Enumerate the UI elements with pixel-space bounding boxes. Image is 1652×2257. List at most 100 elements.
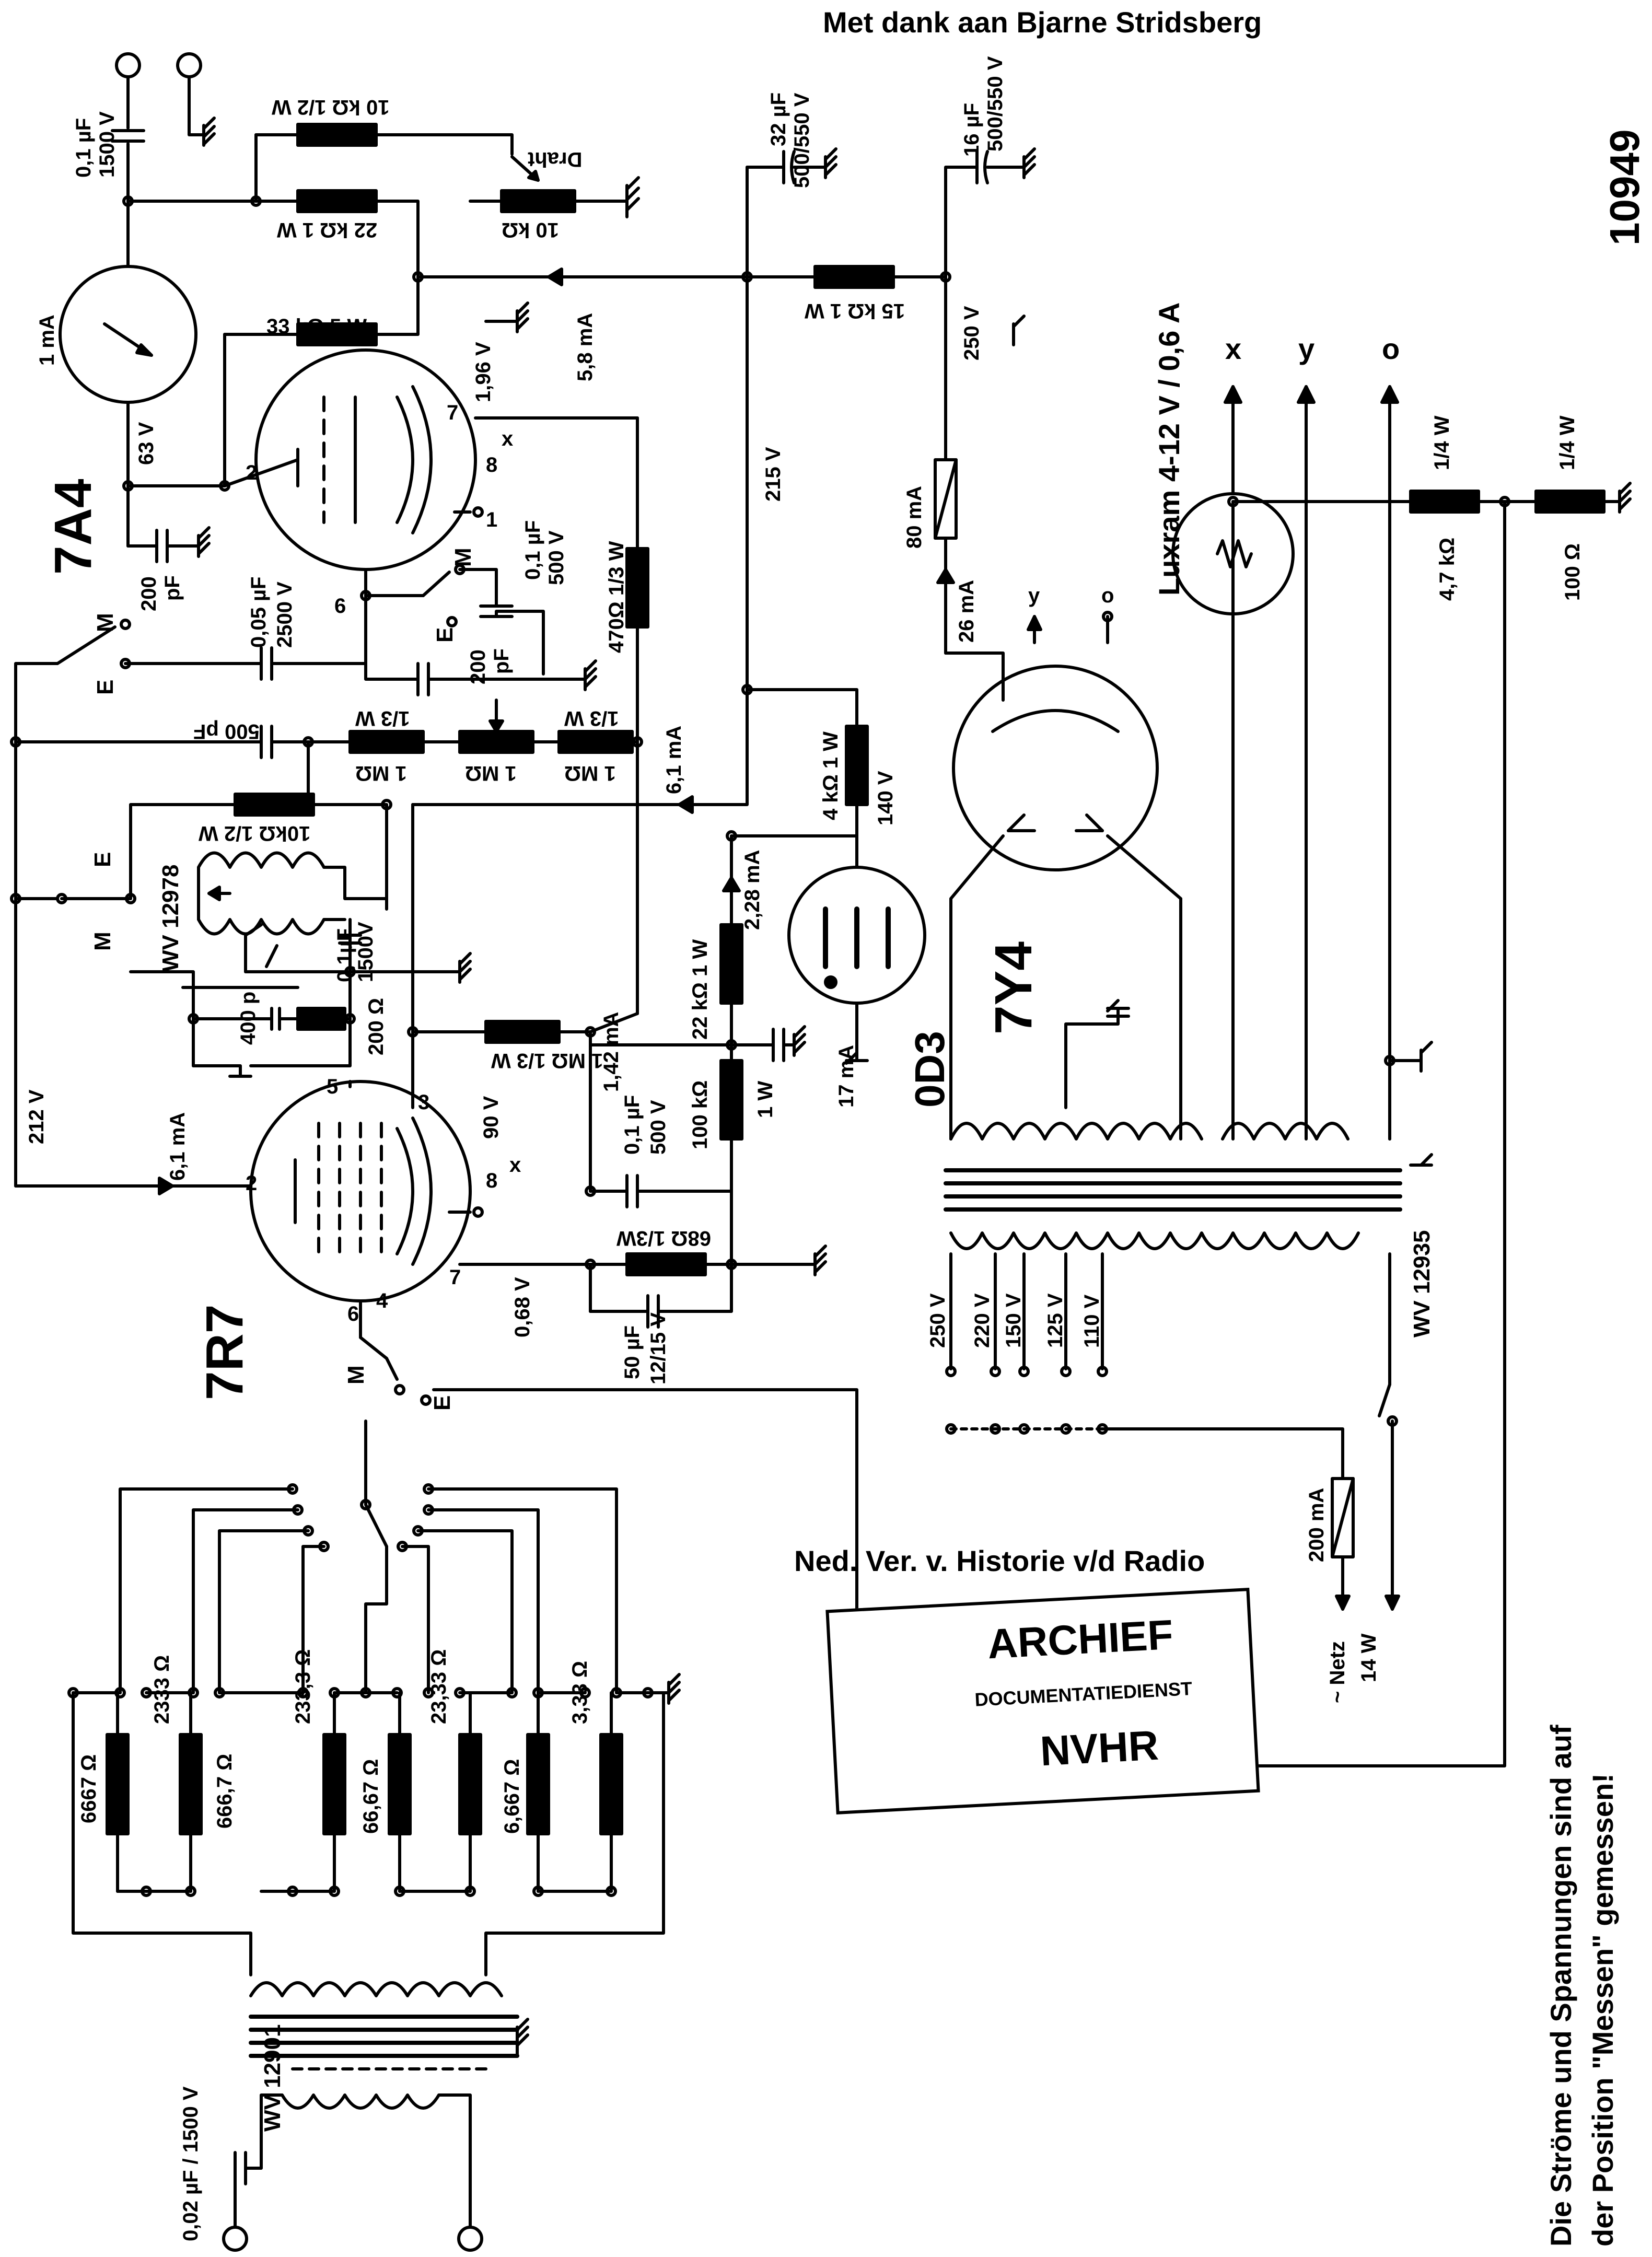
switch-label-e-top: E xyxy=(92,679,118,695)
label-c-200-small: 200 xyxy=(467,649,490,684)
label-i-17ma: 17 mA xyxy=(835,1044,858,1108)
label-r-1m-a-watt: 1/3 W xyxy=(355,707,410,730)
attenuator-resistor-7: 3,33 Ω xyxy=(568,1660,591,1724)
label-i-6-1ma-top: 6,1 mA xyxy=(662,725,685,794)
label-r-10k-half: 10 kΩ 1/2 W xyxy=(272,96,390,119)
pin-7a4-6: 6 xyxy=(334,595,346,618)
label-i-80ma: 80 mA xyxy=(903,485,926,549)
label-v-250: 250 V xyxy=(960,306,983,360)
switch-label-e-grid: E xyxy=(432,627,458,643)
label-r-1m-c: 1 MΩ xyxy=(564,762,616,785)
pin-7a4-7: 7 xyxy=(447,401,459,424)
label-r-15k: 15 kΩ 1 W xyxy=(805,299,905,322)
attenuator-resistor-6: 6,667 Ω xyxy=(501,1759,523,1834)
transformer-label-coil: WV 12978 xyxy=(158,864,183,972)
terminal-top-left-1 xyxy=(115,52,141,78)
label-r-22k: 22 kΩ 1 W xyxy=(277,218,378,241)
label-c-01uf-voltage: 1500 V xyxy=(96,111,119,178)
fuse-label: 200 mA xyxy=(1305,1487,1328,1562)
mains-tap-1: 220 V xyxy=(971,1293,994,1348)
label-c-01-500-voltage: 500 V xyxy=(545,530,568,585)
switch-label-m-top: M xyxy=(92,613,118,632)
pin-7a4-1: 1 xyxy=(486,508,498,531)
label-r-22k-b: 22 kΩ 1 W xyxy=(689,939,712,1040)
measurement-note-line1: Die Ströme und Spannungen sind auf xyxy=(1544,1725,1577,2247)
mains-input-label: ~ Netz xyxy=(1326,1641,1349,1703)
pin-7r7-6: 6 xyxy=(347,1302,359,1325)
label-r-4k7: 4,7 kΩ xyxy=(1436,537,1459,601)
label-i-6-1ma: 6,1 mA xyxy=(166,1112,189,1181)
label-c-200pf: 200 xyxy=(137,576,160,611)
label-r-100k-watt: 1 W xyxy=(754,1080,777,1118)
label-r-1m-d: 1 MΩ 1/3 W xyxy=(491,1049,603,1072)
label-c-200-small-unit: pF xyxy=(490,648,513,674)
pin-7a4-8: 8 xyxy=(486,453,498,476)
attenuator-resistor-2: 666,7 Ω xyxy=(213,1753,236,1829)
label-c-0-05uf-voltage: 2500 V xyxy=(273,581,296,648)
label-i-2-28ma: 2,28 mA xyxy=(741,850,764,930)
archive-stamp: ARCHIEF DOCUMENTATIEDIENST NVHR xyxy=(825,1588,1260,1814)
sheet-number: 10949 xyxy=(1601,129,1648,246)
label-c-16uf-voltage: 500/550 V xyxy=(984,56,1007,152)
output-label-o: o xyxy=(1382,332,1400,365)
mains-tap-3: 125 V xyxy=(1044,1293,1067,1348)
label-r-100-watt: 1/4 W xyxy=(1556,415,1579,470)
attenuator-resistor-3: 233,3 Ω xyxy=(292,1649,315,1724)
output-label-x: x xyxy=(1225,332,1242,365)
attenuator-resistor-5: 23,33 Ω xyxy=(427,1649,450,1724)
label-c-16uf: 16 µF xyxy=(960,102,983,157)
terminal-top-left-2 xyxy=(176,52,202,78)
mains-input-power: 14 W xyxy=(1357,1633,1380,1682)
transformer-label-mains: WV 12935 xyxy=(1409,1230,1435,1337)
lamp-label: Luxram 4-12 V / 0,6 A xyxy=(1153,302,1185,596)
switch-label-m-coil: M xyxy=(90,932,115,951)
society-name: Ned. Ver. v. Historie v/d Radio xyxy=(794,1544,1205,1577)
label-v-63: 63 V xyxy=(135,422,158,465)
pin-7a4-2: 2 xyxy=(246,461,258,484)
mains-tap-0: 250 V xyxy=(926,1293,949,1348)
label-c-01-500-c-voltage: 500 V xyxy=(647,1100,670,1155)
attenuator-resistor-0: 6667 Ω xyxy=(77,1754,100,1823)
tube-label-7r7: 7R7 xyxy=(195,1304,254,1400)
rectifier-output-y: y xyxy=(1028,584,1040,607)
label-v-140: 140 V xyxy=(874,771,897,825)
label-r-4k7-watt: 1/4 W xyxy=(1430,415,1453,470)
label-c-200pf-unit: pF xyxy=(161,575,184,601)
label-p-10k: 10 kΩ xyxy=(502,218,559,241)
label-c-32uf-voltage: 500/550 V xyxy=(790,92,813,188)
pin-7a4-x: x xyxy=(502,427,514,450)
meter-label: 1 mA xyxy=(36,315,59,366)
label-c-01-500: 0,1 µF xyxy=(521,520,544,580)
label-r-470: 470Ω 1/3 W xyxy=(605,541,628,653)
measurement-note-line2: der Position "Messen" gemessen! xyxy=(1586,1773,1619,2247)
label-v-90: 90 V xyxy=(480,1096,503,1139)
transformer-label-output: WV 12901 xyxy=(260,2024,285,2132)
label-r-100: 100 Ω xyxy=(1561,543,1584,601)
label-r-1m-a: 1 MΩ xyxy=(355,762,407,785)
label-c-01-1500-voltage: 1500V xyxy=(354,922,377,982)
label-r-1m-b: 1 MΩ xyxy=(465,762,517,785)
pin-7r7-4: 4 xyxy=(376,1289,388,1312)
stamp-line-archief: ARCHIEF xyxy=(986,1611,1174,1668)
label-r-10k-b: 10kΩ 1/2 W xyxy=(199,822,311,845)
label-c-01uf: 0,1 µF xyxy=(72,118,95,178)
tube-label-7a4: 7A4 xyxy=(44,479,102,575)
switch-label-m-att: M xyxy=(343,1365,369,1385)
label-v-0-68: 0,68 V xyxy=(511,1277,534,1337)
label-r-33k: 33 kΩ 5 W xyxy=(266,315,367,338)
label-v-215: 215 V xyxy=(762,447,785,502)
label-r-200: 200 Ω xyxy=(365,998,388,1055)
label-i-1-42ma: 1,42 mA xyxy=(600,1011,623,1092)
label-c-32uf: 32 µF xyxy=(767,92,790,146)
label-c-50uf-voltage: 12/15 V xyxy=(647,1312,670,1385)
rectifier-output-o: o xyxy=(1101,584,1114,607)
pin-7r7-7: 7 xyxy=(449,1266,461,1289)
label-i-5-8ma: 5,8 mA xyxy=(574,312,597,381)
tube-label-0d3: 0D3 xyxy=(906,1031,953,1108)
label-r-4k: 4 kΩ 1 W xyxy=(819,731,842,820)
output-label-y: y xyxy=(1298,332,1315,365)
label-c-400p: 400 p xyxy=(237,991,260,1045)
tube-label-7y4: 7Y4 xyxy=(984,941,1043,1034)
label-r-1m-c-watt: 1/3 W xyxy=(564,707,619,730)
